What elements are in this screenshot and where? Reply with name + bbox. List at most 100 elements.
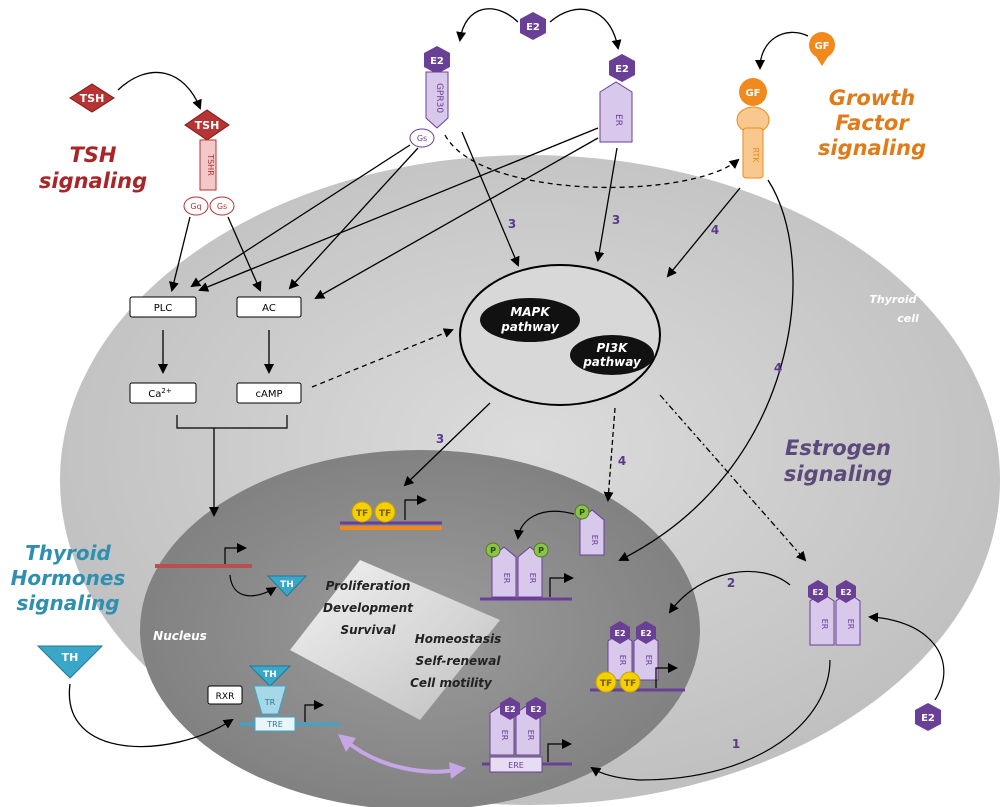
pathway-1: 1 (732, 737, 740, 751)
rxr-label: RXR (216, 692, 235, 702)
e2-gpr30-label: E2 (430, 56, 444, 67)
th-free (36, 645, 104, 679)
gf-free-tip (815, 55, 829, 66)
outcome-self-renewal: Self-renewal (416, 654, 502, 668)
e2-er-membrane (609, 54, 635, 82)
phospho-single (574, 504, 590, 520)
thyroid-hormones-title-1: Thyroid (25, 541, 111, 565)
plc-box (129, 296, 197, 318)
tf-tethered-2-label: TF (624, 679, 636, 689)
pathway-3-er: 3 (612, 213, 620, 227)
e2-er-arrow (549, 8, 622, 50)
tre-transcription-arrow (304, 700, 324, 722)
camp-kinase-arrow (311, 328, 454, 388)
er-tf-tethering-arrow (668, 570, 791, 614)
nucleus-label: Nucleus (153, 629, 207, 643)
rtk-label: RTK (751, 147, 760, 163)
er-dimer-cyto-1-label: ER (820, 619, 829, 630)
gs-ac-arrow (227, 216, 262, 292)
estrogen-title-1: Estrogen (785, 436, 891, 460)
tshr-label: TSHR (206, 153, 215, 176)
mapk-label-1: MAPK (510, 305, 551, 319)
er-phospho-dimer-2-label: ER (528, 573, 537, 584)
phospho-dimer-1-label: P (490, 546, 496, 555)
er-ere-2-label: ER (526, 730, 535, 741)
e2-entering (915, 703, 941, 731)
phospho-single-label: P (579, 508, 585, 517)
thyroid-cell-label-2: cell (897, 312, 919, 325)
gs-protein-gpr30 (409, 128, 435, 148)
th-bound-label: TH (263, 670, 277, 680)
er-phospho-single-label: ER (590, 535, 599, 546)
tf-tethered-1 (595, 671, 617, 693)
e2-top (520, 12, 546, 40)
crosstalk-head-right (449, 762, 466, 779)
thyroid-hormones-title-3: signaling (16, 591, 119, 615)
e2-gpr30-arrow (456, 8, 519, 42)
pathway-4-nuclear: 4 (774, 361, 782, 375)
tsh-signaling-title-2: signaling (39, 169, 147, 193)
er-phospho-single (579, 509, 605, 556)
pathway-4-rtk: 4 (711, 223, 719, 237)
outcome-development: Development (323, 601, 414, 615)
pi3k-label-2: pathway (582, 355, 642, 369)
gpr30-rtk-transactivation (444, 134, 740, 189)
gf-binding-arrow (755, 31, 809, 70)
th-nucleus-label: TH (280, 580, 294, 590)
rxr-box (207, 685, 243, 705)
rtk-er-phosphorylation-arrow (618, 179, 794, 561)
gpr30-label: GPR30 (434, 83, 444, 113)
tsh-ligand-free (69, 83, 115, 113)
crosstalk-head-left (338, 734, 356, 752)
tr-label: TR (264, 698, 276, 707)
e2-tethered-1-label: E2 (614, 629, 625, 638)
er-ac-arrow (314, 137, 599, 299)
mapk-label-2: pathway (500, 320, 560, 334)
tf-1 (351, 501, 373, 523)
er-ere-1-label: ER (500, 730, 509, 741)
outcome-highlight (290, 560, 500, 720)
e2-ere-2 (526, 697, 546, 720)
th-entry-arrow (68, 683, 234, 748)
er-kinase-arrow (594, 147, 618, 262)
phospho-dimer-1 (485, 542, 501, 558)
th-bound (248, 665, 292, 687)
tethered-transcription-arrow (655, 663, 678, 688)
er-tethered-2-label: ER (644, 655, 653, 666)
outcome-homeostasis: Homeostasis (415, 632, 502, 646)
tsh-binding-arrow (117, 71, 202, 110)
tr-receptor (253, 685, 287, 715)
ere-transcription-arrow (547, 739, 572, 762)
phospho-dimer-2 (533, 542, 549, 558)
e2-entering-label: E2 (921, 713, 935, 724)
ere-element (489, 756, 543, 773)
ere-label: ERE (508, 761, 524, 770)
gpr30-plc-arrow (190, 144, 411, 288)
rtk-receptor (742, 127, 764, 179)
tsh-signaling-title-1: TSH (69, 143, 116, 167)
plc-label: PLC (154, 303, 173, 314)
th-synthesis-arrow (229, 574, 277, 597)
e2-top-label: E2 (526, 22, 540, 33)
kinase-er-phospho-arrow (603, 407, 616, 502)
pathway-4-phospho: 4 (618, 454, 626, 468)
tshr-receptor (199, 139, 217, 191)
tf-tethered-2 (619, 671, 641, 693)
er-membrane (599, 81, 633, 143)
e2-cyto-1 (808, 580, 828, 603)
gs-label-tsh: Gs (217, 202, 227, 211)
er-phospho-dimer-2 (517, 546, 543, 598)
growth-title-3: signaling (818, 136, 926, 160)
phospho-er-dimerization-arrow (513, 510, 575, 540)
e2-er-cyto-arrow (868, 612, 945, 701)
e2-ere-2-label: E2 (530, 705, 541, 714)
gq-plc-arrow (169, 216, 191, 292)
pi3k-label-1: PI3K (597, 341, 630, 355)
tsh-label-bound: TSH (195, 119, 220, 132)
gpr30-kinase-arrow (461, 131, 520, 267)
pathway-3-gpr30: 3 (508, 217, 516, 231)
ca-label: Ca2+ (148, 387, 172, 400)
thyroid-cell-label-1: Thyroid (869, 293, 916, 306)
e2-tethered-2 (636, 621, 656, 644)
